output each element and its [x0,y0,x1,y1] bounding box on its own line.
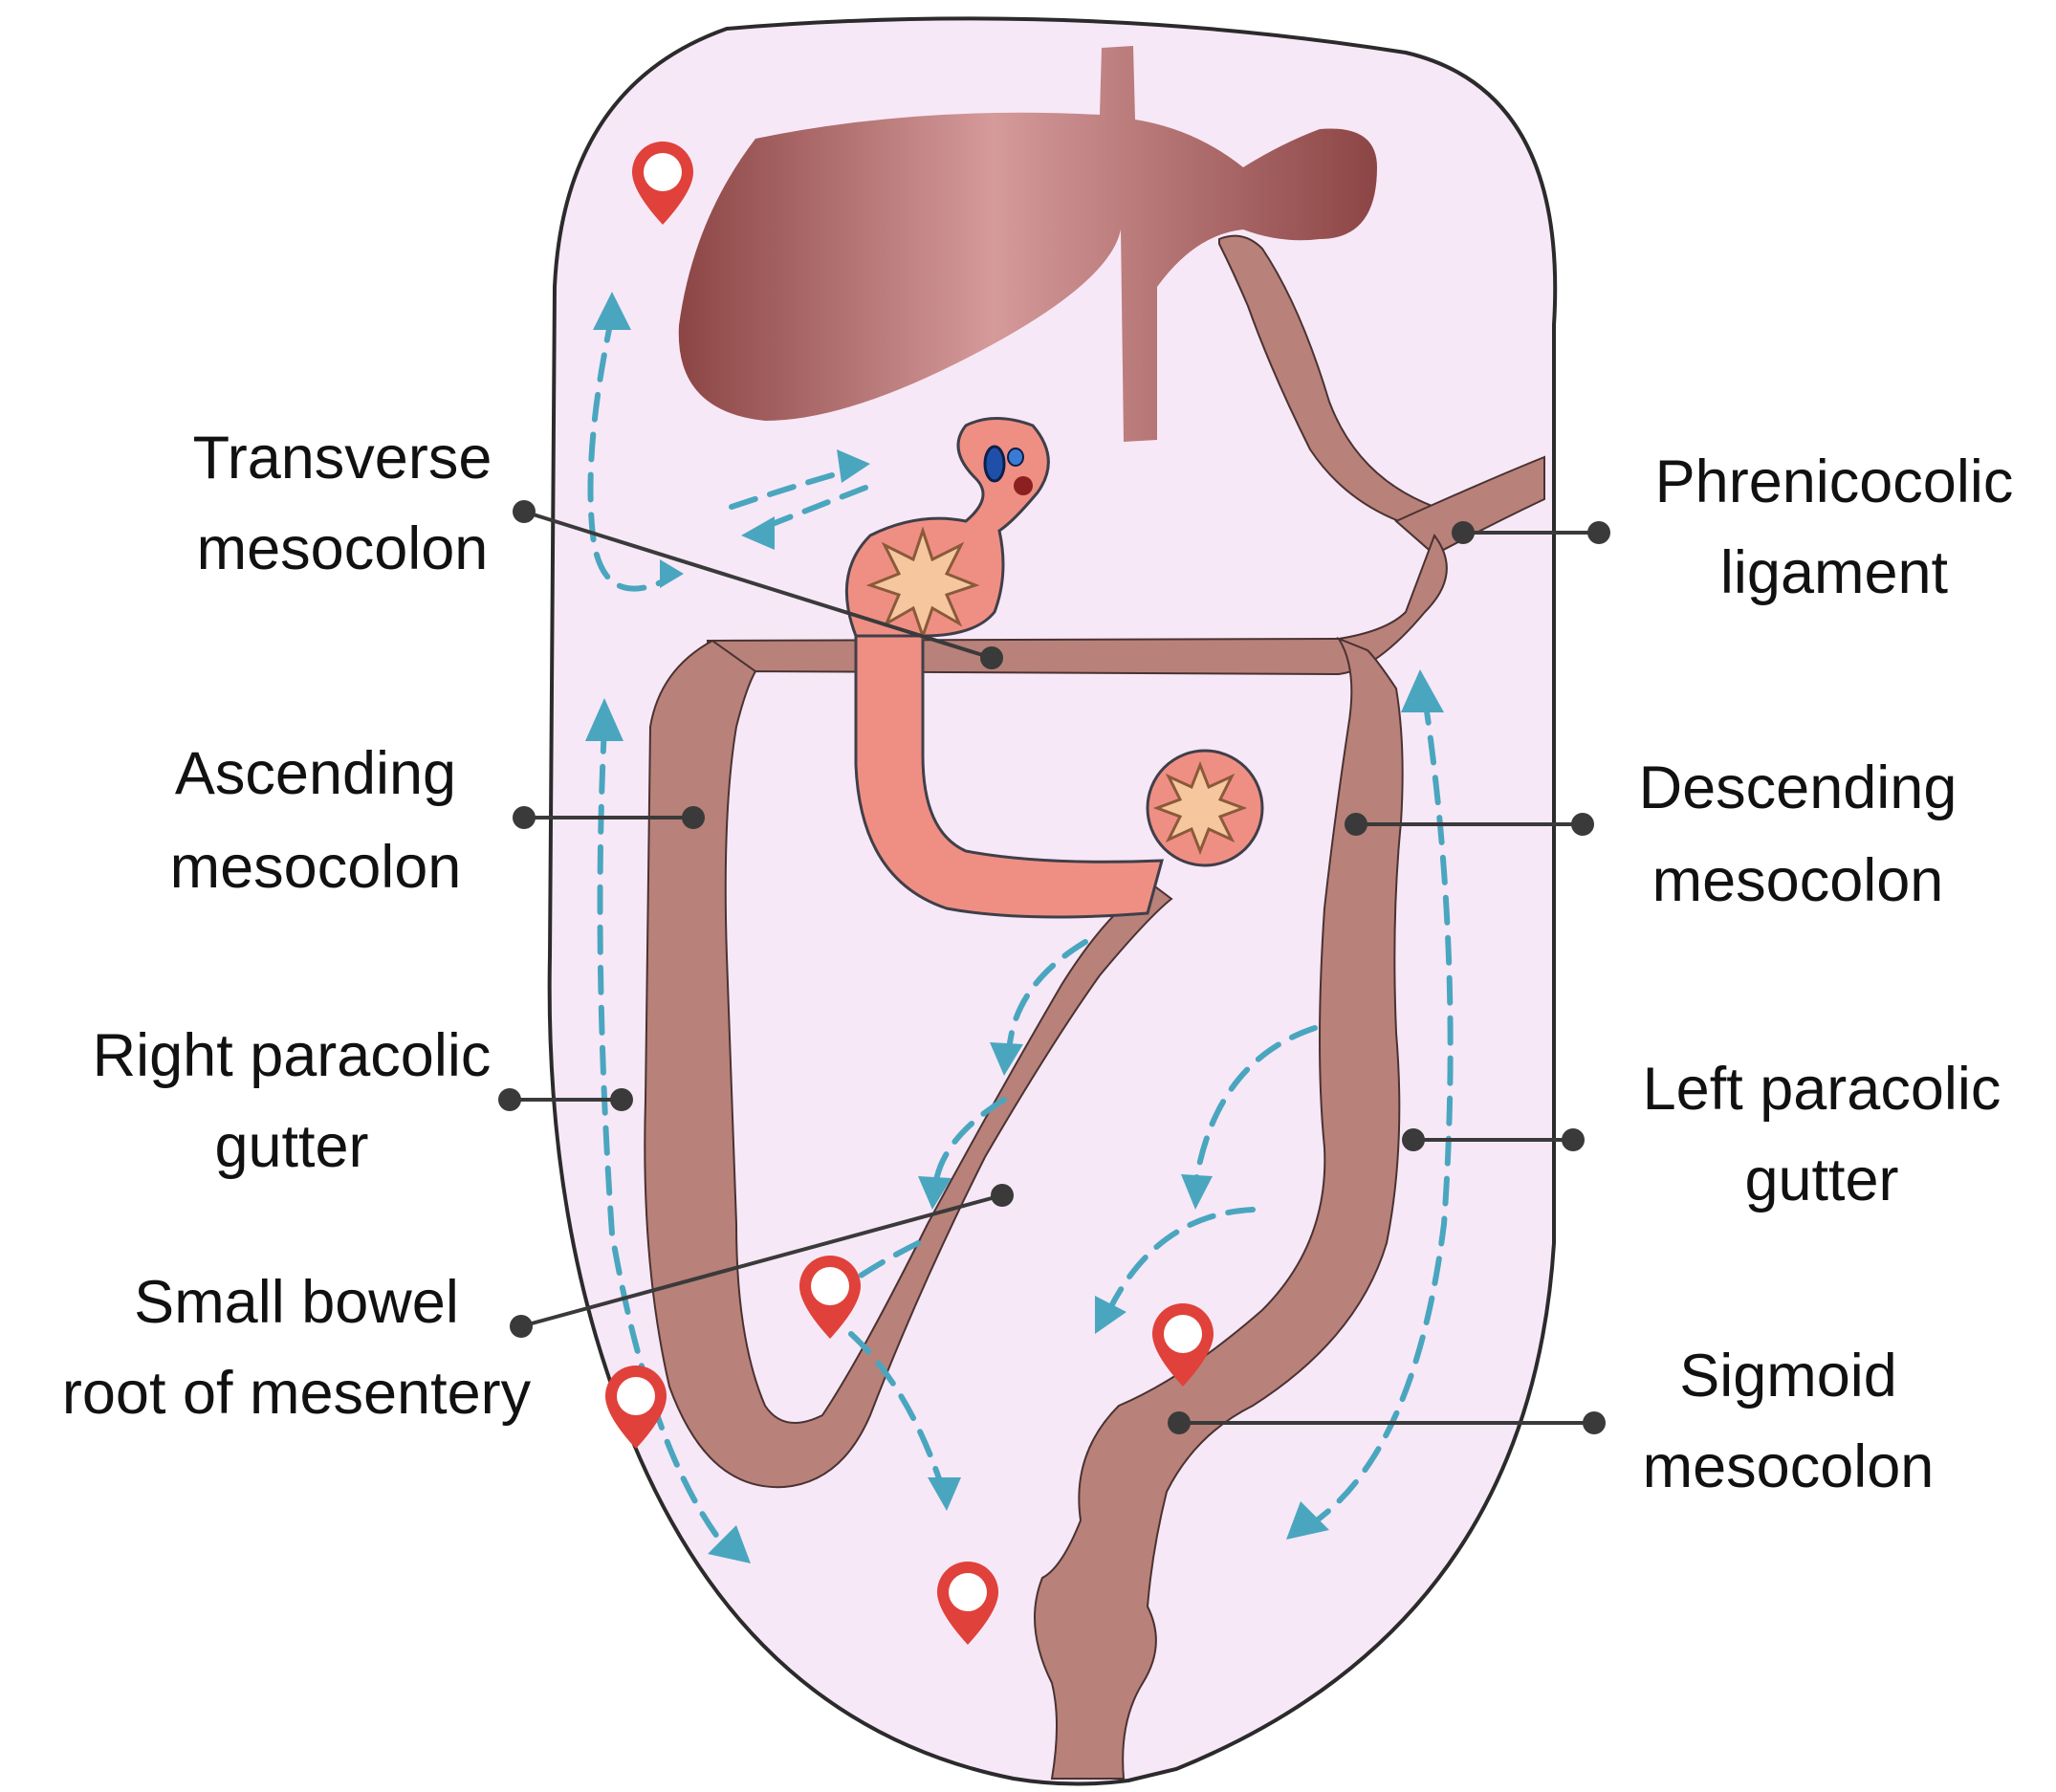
map-pin-icon [937,1562,998,1645]
mesocolon-band [644,234,1545,1780]
dashed-arrow-icon [837,449,870,483]
label-ascending-line2: mesocolon [170,834,462,901]
label-descending-line1: Descending [1639,754,1958,821]
map-pin-icon [632,142,693,225]
map-pin-markers [605,142,1214,1645]
label-small-bowel-line2: root of mesentery [62,1360,532,1427]
liver [678,46,1377,442]
vessel-blue [983,445,1006,483]
dashed-arrow-icon [1095,1296,1126,1334]
dashed-arrow-icon [1286,1501,1329,1540]
label-right-paracolic-line2: gutter [214,1113,368,1180]
dashed-arrow-icon [593,292,631,330]
dashed-arrow-icon [708,1525,751,1563]
label-descending-line2: mesocolon [1652,847,1944,914]
map-pin-icon [605,1366,667,1449]
label-transverse-mesocolon-line2: mesocolon [197,515,489,582]
label-ascending-line1: Ascending [175,740,456,807]
star-burst-icon [1152,760,1248,856]
label-small-bowel-line1: Small bowel [134,1269,459,1336]
label-sigmoid-line2: mesocolon [1643,1433,1935,1500]
dashed-arrow-icon [1181,1174,1213,1210]
label-sigmoid-line1: Sigmoid [1679,1343,1897,1410]
map-pin-icon [799,1256,861,1339]
dashed-arrow-icon [928,1477,961,1511]
dashed-arrow-icon [918,1176,951,1210]
label-transverse-mesocolon-line1: Transverse [193,425,492,492]
vessel-blue-small [1007,448,1024,467]
dashed-arrow-icon [660,559,684,588]
leader-lines [498,500,1610,1434]
dashed-arrow-icon [741,516,775,550]
label-left-paracolic-line1: Left paracolic [1643,1056,2001,1123]
map-pin-icon [1152,1303,1214,1387]
label-phrenicocolic-line2: ligament [1720,539,1949,606]
vessel-red [1014,476,1033,495]
label-phrenicocolic-line1: Phrenicocolic [1655,448,2014,515]
label-left-paracolic-line2: gutter [1744,1147,1898,1213]
dashed-arrow-icon [990,1042,1023,1076]
label-right-paracolic-line1: Right paracolic [93,1022,492,1089]
dashed-arrow-icon [585,698,623,741]
dashed-arrow-icon [1401,669,1444,712]
